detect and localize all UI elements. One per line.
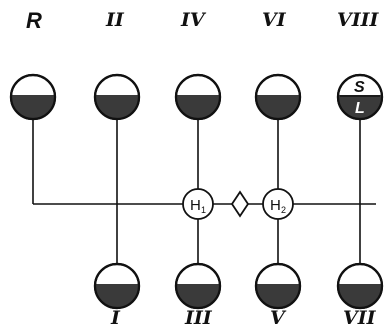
- ball-vii: [336, 262, 384, 310]
- hub-h1-label: H: [190, 197, 201, 214]
- viii-l-label: L: [355, 100, 365, 117]
- ball-viii: S L: [336, 73, 384, 121]
- label-vi: VI: [262, 9, 287, 31]
- hub-h2-subscript: 2: [281, 205, 286, 215]
- label-viii: VIII: [337, 9, 380, 31]
- label-v: V: [270, 307, 287, 329]
- ball-ii: [93, 73, 141, 121]
- label-r: R: [26, 8, 42, 33]
- label-vii: VII: [343, 307, 377, 329]
- ball-i: [93, 262, 141, 310]
- label-iii: III: [184, 307, 213, 329]
- label-i: I: [110, 307, 121, 329]
- ball-iii: [174, 262, 222, 310]
- ball-vi: [254, 73, 302, 121]
- ball-r: [9, 73, 57, 121]
- viii-s-label: S: [354, 79, 365, 96]
- hub-h1: [182, 188, 214, 220]
- ball-v: [254, 262, 302, 310]
- hub-h1-subscript: 1: [201, 205, 206, 215]
- label-ii: II: [105, 9, 125, 31]
- diamond-icon: [230, 190, 250, 218]
- hub-h2: [262, 188, 294, 220]
- ball-iv: [174, 73, 222, 121]
- hub-h2-label: H: [270, 197, 281, 214]
- label-iv: IV: [180, 9, 207, 31]
- hub-group: H 1 H 2: [182, 188, 294, 220]
